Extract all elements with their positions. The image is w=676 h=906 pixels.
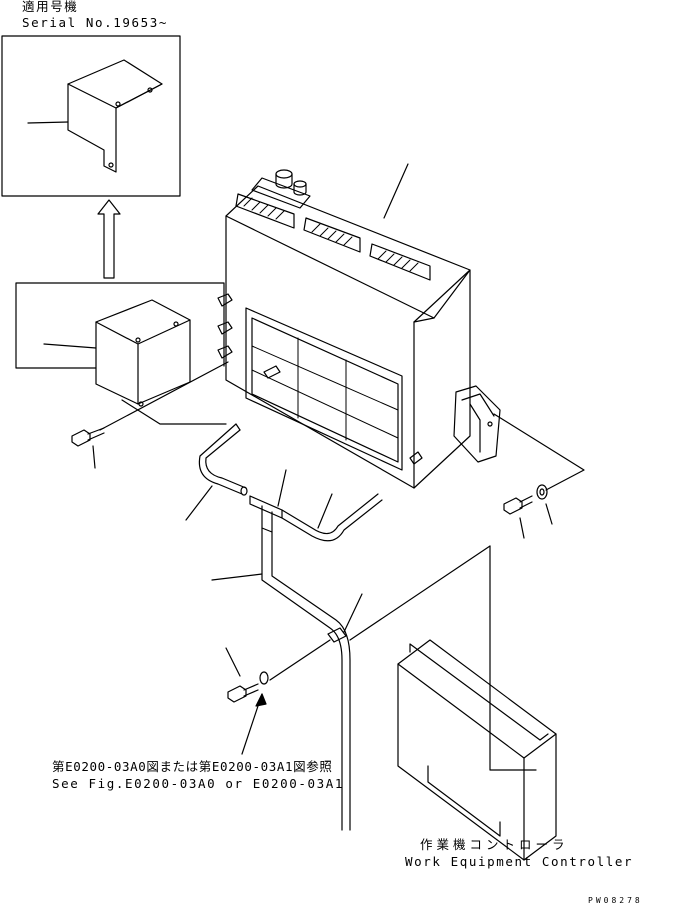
bolt-washer-right: [503, 484, 553, 539]
air-conditioner-unit: [217, 163, 471, 489]
controller-label-jp: 作業機コントローラ: [420, 837, 569, 852]
reference-note-jp: 第E0200-03A0図または第E0200-03A1図参照: [52, 759, 333, 774]
controller-label-en: Work Equipment Controller: [405, 854, 634, 869]
mounting-bracket: [453, 385, 585, 491]
detail-box-standard: [15, 282, 227, 425]
reference-note-en: See Fig.E0200-03A0 or E0200-03A1: [52, 776, 345, 791]
drain-hose-assembly: [185, 423, 383, 831]
bolt-left: [71, 361, 229, 469]
clamp-bolt: [225, 647, 269, 703]
serial-label-jp: 適用号機: [22, 0, 79, 14]
upgrade-arrow: [97, 199, 121, 279]
work-equipment-controller: [349, 545, 557, 861]
drawing-code: PW08278: [588, 896, 643, 905]
detail-box-serial-variant: [1, 35, 181, 197]
serial-label-en: Serial No.19653~: [22, 15, 169, 30]
